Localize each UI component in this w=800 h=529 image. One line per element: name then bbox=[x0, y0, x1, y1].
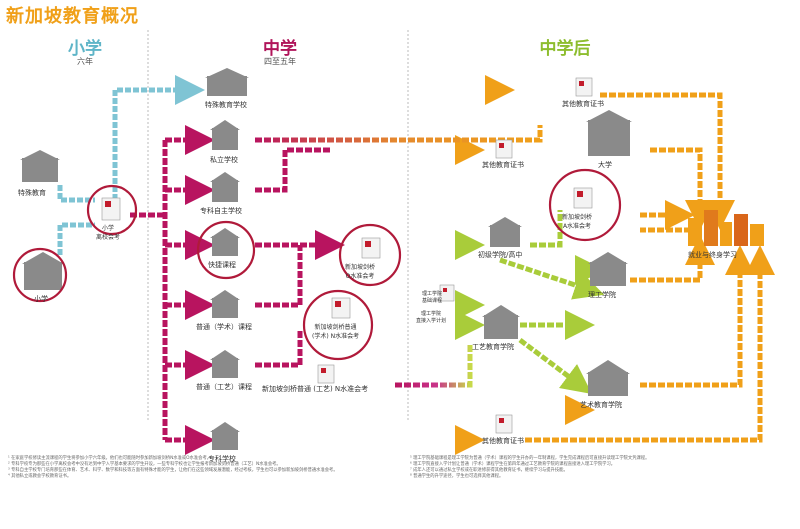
poly-building-icon bbox=[588, 252, 628, 286]
label-express: 快捷课程 bbox=[208, 261, 236, 269]
label-special-school: 特殊教育学校 bbox=[205, 101, 247, 109]
column-post-title: 中学后 bbox=[539, 39, 591, 59]
secondary-paths bbox=[130, 125, 345, 455]
footnote-8: ⁸ 普通学生的升学途径，学生也可选择其他课程。 bbox=[410, 474, 504, 479]
footnote-4: ⁴ 其他私立或教会学校教育证书。 bbox=[8, 474, 72, 479]
circle-o-level bbox=[338, 223, 402, 287]
footnote-6: ⁶ 理工学院直接入学计划让普通（学术）课程学生在第四年通过工艺教育学院的课程直接… bbox=[410, 462, 616, 467]
specialized-school-building-icon bbox=[210, 422, 240, 450]
label-poly-direct: 理工学院 直接入学计划 bbox=[416, 311, 447, 324]
label-n-level-na: 新加坡剑桥普通 (学术) N水准会考 bbox=[312, 324, 360, 340]
label-other-cert-mid: 其他教育证书 bbox=[482, 161, 524, 169]
column-secondary-title: 中学 bbox=[263, 39, 297, 59]
label-arts: 艺术教育学院 bbox=[580, 401, 622, 409]
jc-building-icon bbox=[488, 217, 522, 247]
label-specialized-indep: 专科自主学校 bbox=[200, 207, 242, 215]
special-ed-building-icon bbox=[20, 150, 60, 182]
column-primary-title: 小学 bbox=[68, 39, 102, 59]
label-private-school: 私立学校 bbox=[210, 156, 238, 164]
page-title: 新加坡教育概况 bbox=[6, 6, 139, 27]
label-normal-academic: 普通（学术）课程 bbox=[196, 323, 252, 331]
special-school-building-icon bbox=[205, 68, 249, 96]
footnote-2: ² 专科学校专为那些在小学离校会考中没有达到中学入学基本要求的学生开设，一些专科… bbox=[8, 462, 281, 467]
n-level-nt-cert-icon bbox=[317, 364, 335, 384]
label-specialized-school: 专科学校 bbox=[208, 455, 236, 463]
a-level-cert-icon bbox=[573, 187, 593, 209]
post-green-paths bbox=[499, 210, 605, 394]
circle-express bbox=[196, 220, 256, 280]
label-o-level: 新加坡剑桥 O水准会考 bbox=[345, 264, 376, 280]
label-university: 大学 bbox=[598, 161, 612, 169]
footnote-5: ⁵ 理工学院基础课程是理工学院为普通（学术）课程的学生开办的一年制课程，学生完成… bbox=[410, 456, 650, 461]
label-other-cert-top: 其他教育证书 bbox=[562, 100, 604, 108]
primary-school-building-icon bbox=[22, 252, 64, 290]
buildings bbox=[20, 68, 764, 450]
label-poly: 理工学院 bbox=[588, 291, 616, 299]
ite-building-icon bbox=[482, 305, 520, 339]
label-other-cert-bottom: 其他教育证书 bbox=[482, 437, 524, 445]
footnote-1: ¹ 在家庭学校修读主流课程的学生将参加小学六年级。他们也可能随时参加新加坡剑桥N… bbox=[8, 456, 212, 461]
label-a-level: 新加坡剑桥 A水准会考 bbox=[562, 214, 593, 230]
label-poly-foundation: 理工学院 基础课程 bbox=[422, 291, 443, 304]
other-cert-mid-icon bbox=[495, 139, 513, 159]
label-primary-school: 小学 bbox=[34, 295, 48, 303]
label-psle: 小学 离校会考 bbox=[96, 225, 121, 241]
career-buildings-icon bbox=[688, 210, 764, 246]
normal-technical-building-icon bbox=[210, 350, 240, 378]
label-normal-technical: 普通（工艺）课程 bbox=[196, 383, 252, 391]
n-level-na-cert-icon bbox=[331, 297, 351, 319]
label-ite: 工艺教育学院 bbox=[472, 343, 514, 351]
private-school-building-icon bbox=[210, 120, 240, 150]
circle-n-level-na bbox=[302, 289, 374, 361]
footnote-3: ³ 专科自主学校专门培育那些在体育、艺术、科学、数学和科技等方面有特殊才能的学生… bbox=[8, 468, 338, 473]
footnotes-right: ⁵ 理工学院基础课程是理工学院为普通（学术）课程的学生开办的一年制课程，学生完成… bbox=[410, 456, 795, 480]
express-building-icon bbox=[210, 228, 240, 256]
specialized-indep-building-icon bbox=[210, 172, 240, 202]
certificates bbox=[101, 77, 593, 434]
transition-paths bbox=[235, 75, 605, 455]
label-jc: 初级学院/高中 bbox=[478, 251, 523, 259]
label-special-ed: 特殊教育 bbox=[18, 189, 46, 197]
label-n-level-nt: 新加坡剑桥普通 (工艺) N水准会考 bbox=[262, 385, 369, 393]
highlight-circles bbox=[12, 168, 622, 361]
primary-paths bbox=[57, 75, 205, 255]
column-secondary-sub: 四至五年 bbox=[264, 57, 296, 66]
poly-cert-icon bbox=[439, 284, 455, 302]
university-building-icon bbox=[586, 110, 632, 156]
arts-building-icon bbox=[586, 360, 630, 396]
other-cert-bottom-icon bbox=[495, 414, 513, 434]
label-career: 就业与终身学习 bbox=[688, 251, 737, 259]
circle-psle bbox=[86, 184, 138, 236]
footnote-7: ⁷ 成年人还可以通过私立学校或在职进修获得其他教育证书，继续学习与提升技能。 bbox=[410, 468, 568, 473]
circle-a-level bbox=[548, 168, 622, 242]
column-primary-sub: 六年 bbox=[77, 57, 93, 66]
o-level-cert-icon bbox=[361, 237, 381, 259]
psle-cert-icon bbox=[101, 197, 121, 221]
footnotes-left: ¹ 在家庭学校修读主流课程的学生将参加小学六年级。他们也可能随时参加新加坡剑桥N… bbox=[8, 456, 398, 480]
circle-primary-school bbox=[12, 247, 68, 303]
other-cert-top-icon bbox=[575, 77, 593, 97]
normal-academic-building-icon bbox=[210, 290, 240, 318]
